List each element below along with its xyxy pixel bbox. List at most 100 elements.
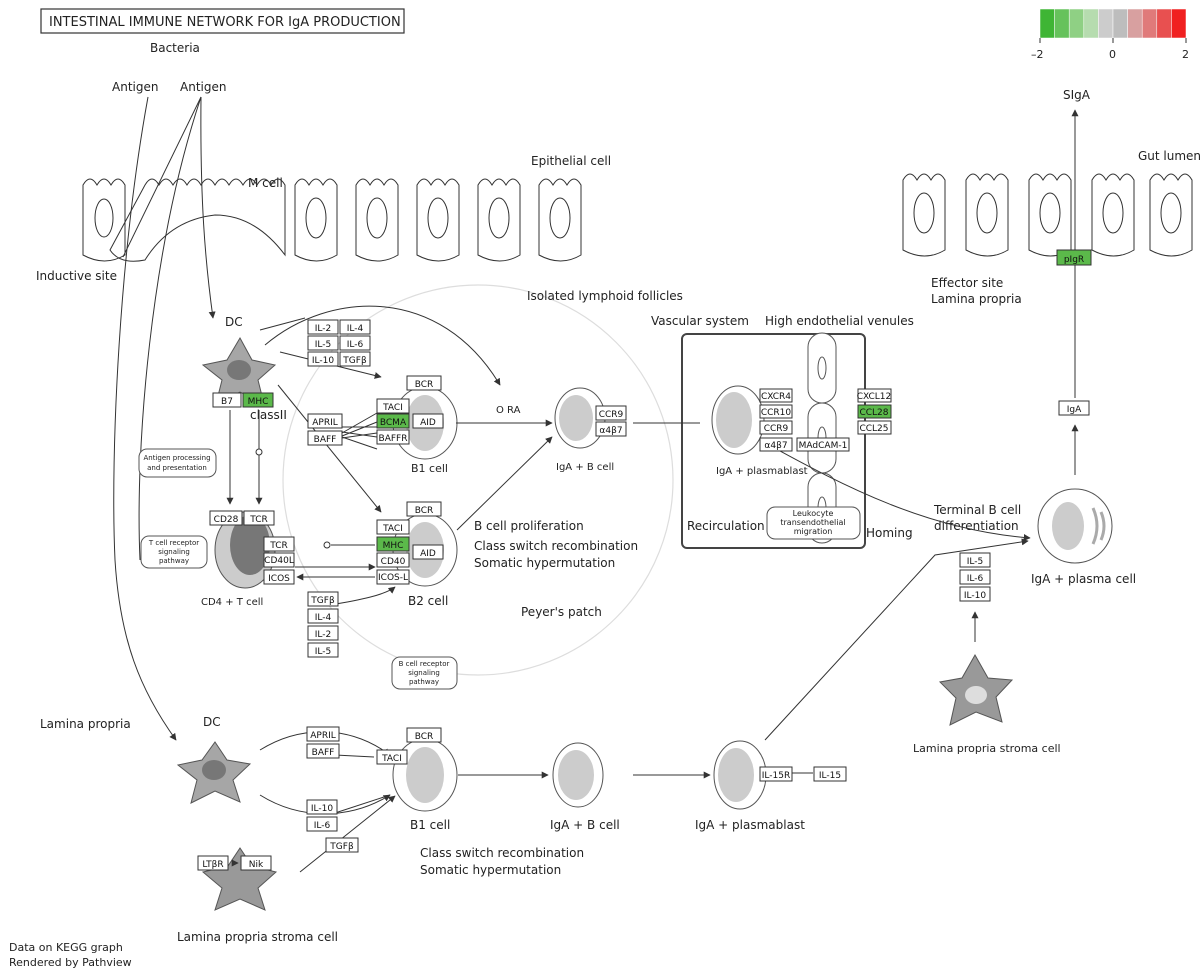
gene-taci-b2[interactable]: TACI: [376, 519, 410, 535]
gene-ltbr[interactable]: LTβR: [197, 855, 229, 871]
gene-icos-l[interactable]: ICOS-L: [376, 569, 410, 585]
gene-il-6[interactable]: IL-6: [339, 335, 371, 351]
gene-taci-bottom[interactable]: TACI: [376, 749, 408, 765]
gene-aid-b1[interactable]: AID: [412, 413, 444, 429]
pathway-tcr-signaling[interactable]: T cell receptor signaling pathway: [140, 535, 208, 569]
gene-cd28[interactable]: CD28: [209, 510, 243, 526]
label-peyers-patch: Peyer's patch: [521, 605, 602, 619]
gene-mhc-b2[interactable]: MHC: [376, 536, 410, 552]
gene-il-15r[interactable]: IL-15R: [759, 766, 793, 782]
gene-icos-l-label: ICOS-L: [378, 573, 408, 583]
gene-il-5-t[interactable]: IL-5: [307, 642, 339, 658]
gene-il-10-bottom[interactable]: IL-10: [306, 799, 338, 815]
gene-iga[interactable]: IgA: [1058, 400, 1090, 416]
gene-il-10[interactable]: IL-10: [307, 351, 339, 367]
gene-ccr9-pb[interactable]: CCR9: [759, 420, 793, 435]
gene-mhc-dc-label: MHC: [248, 397, 269, 407]
label-iga-b-cell-top: IgA + B cell: [556, 462, 614, 473]
gene-boxes-top: IL-2 IL-4 IL-5 IL-6 IL-10 TGFβ B7 MHC BC…: [209, 249, 1092, 658]
gene-ccr10[interactable]: CCR10: [759, 404, 793, 419]
pathway-bcr-signaling[interactable]: B cell receptor signaling pathway: [391, 656, 458, 690]
gene-aid-b2[interactable]: AID: [412, 544, 444, 560]
legend-color-cell: [1141, 8, 1158, 39]
gene-il-10-stroma-label: IL-10: [964, 591, 986, 601]
gene-il-5[interactable]: IL-5: [307, 335, 339, 351]
gene-baff-top-label: BAFF: [314, 435, 337, 445]
gene-b7[interactable]: B7: [212, 392, 242, 408]
label-inductive-site: Inductive site: [36, 269, 117, 283]
gene-ccl28-label: CCL28: [859, 408, 888, 418]
gene-cd40l-label: CD40L: [264, 556, 294, 566]
gene-april-top[interactable]: APRIL: [307, 413, 343, 429]
gene-baff-bottom[interactable]: BAFF: [306, 743, 340, 759]
gene-mhc-dc[interactable]: MHC: [242, 392, 274, 408]
iga-plasma-cell: [1037, 488, 1113, 564]
gene-ccl28[interactable]: CCL28: [857, 404, 892, 419]
gene-il-15[interactable]: IL-15: [813, 766, 847, 782]
gene-bcma[interactable]: BCMA: [376, 413, 410, 429]
gene-bcr-b1-label: BCR: [415, 380, 434, 390]
label-iga-plasmablast-bottom: IgA + plasmablast: [695, 818, 805, 832]
inhibit-node-2: [323, 541, 331, 549]
gene-nik[interactable]: Nik: [240, 855, 272, 871]
gene-pigr-label: pIgR: [1064, 255, 1084, 265]
gene-cd40[interactable]: CD40: [376, 552, 410, 568]
gene-april-top-label: APRIL: [312, 418, 338, 428]
gene-il-2-t[interactable]: IL-2: [307, 625, 339, 641]
legend-color-cell: [1039, 8, 1055, 39]
gene-a4b7-b[interactable]: α4β7: [595, 421, 627, 437]
gene-il-5-stroma-label: IL-5: [967, 557, 983, 567]
gene-bcr-b1[interactable]: BCR: [406, 375, 442, 391]
gene-madcam[interactable]: MAdCAM-1: [796, 437, 850, 452]
gene-tgfb-bottom[interactable]: TGFβ: [325, 837, 359, 853]
gene-baffr[interactable]: BAFFR: [376, 429, 410, 445]
gene-cxcl12[interactable]: CXCL12: [857, 388, 892, 403]
gene-il-6-bottom-label: IL-6: [314, 821, 331, 831]
pathway-antigen-processing[interactable]: Antigen processing and presentation: [138, 448, 217, 478]
gene-taci-b1[interactable]: TACI: [376, 398, 410, 414]
legend-color-cell: [1171, 8, 1187, 39]
gene-il-6-bottom[interactable]: IL-6: [306, 816, 338, 832]
lp-stroma-cell-right: [938, 653, 1014, 726]
gene-bcr-bottom[interactable]: BCR: [406, 727, 442, 743]
gene-bcr-b2-label: BCR: [415, 506, 434, 516]
gene-ccl25-label: CCL25: [859, 424, 888, 434]
gene-cd40l[interactable]: CD40L: [263, 552, 295, 568]
label-antigen-2: Antigen: [180, 80, 226, 94]
gene-tcr-top[interactable]: TCR: [243, 510, 275, 526]
gene-icos[interactable]: ICOS: [263, 569, 295, 585]
gene-a4b7-pb[interactable]: α4β7: [759, 437, 793, 452]
diagram-title: INTESTINAL IMMUNE NETWORK FOR IgA PRODUC…: [49, 15, 401, 30]
iga-plasmablast-bottom: [713, 740, 767, 810]
gene-bcr-b2[interactable]: BCR: [406, 501, 442, 517]
gene-april-bottom[interactable]: APRIL: [306, 726, 340, 742]
gene-tgfb-t[interactable]: TGFβ: [307, 591, 339, 607]
dendritic-cell-bottom: [176, 741, 252, 804]
connections-bottom: [231, 731, 813, 873]
gene-il-10-stroma[interactable]: IL-10: [959, 586, 991, 602]
gene-taci-b2-label: TACI: [382, 524, 403, 534]
gene-cxcr4[interactable]: CXCR4: [759, 388, 793, 403]
gene-il-2[interactable]: IL-2: [307, 319, 339, 335]
gene-cxcl12-label: CXCL12: [857, 392, 892, 402]
label-lp-stroma-right: Lamina propria stroma cell: [913, 742, 1061, 755]
label-m-cell: M cell: [248, 176, 283, 190]
gene-ccl25[interactable]: CCL25: [857, 420, 892, 435]
gene-il-4[interactable]: IL-4: [339, 319, 371, 335]
gene-baff-top[interactable]: BAFF: [307, 430, 343, 446]
gene-tgfb[interactable]: TGFβ: [339, 351, 371, 367]
gene-tcr-side[interactable]: TCR: [263, 536, 295, 552]
label-b1-cell-bottom: B1 cell: [410, 818, 450, 832]
gene-baffr-label: BAFFR: [379, 434, 408, 444]
gene-il-5-stroma[interactable]: IL-5: [959, 552, 991, 568]
label-ora: O RA: [496, 405, 521, 416]
gene-madcam-label: MAdCAM-1: [799, 441, 848, 451]
gene-ccr9-b[interactable]: CCR9: [595, 405, 627, 421]
gene-il-4-t[interactable]: IL-4: [307, 608, 339, 624]
gene-il-2-t-label: IL-2: [315, 630, 331, 640]
gene-pigr[interactable]: pIgR: [1056, 249, 1092, 266]
gene-il-6-stroma[interactable]: IL-6: [959, 569, 991, 585]
pathway-leukocyte-migration[interactable]: Leukocyte transendothelial migration: [766, 506, 861, 540]
bcr-path-line-1: B cell receptor: [399, 660, 450, 668]
gene-cd40-label: CD40: [381, 557, 406, 567]
